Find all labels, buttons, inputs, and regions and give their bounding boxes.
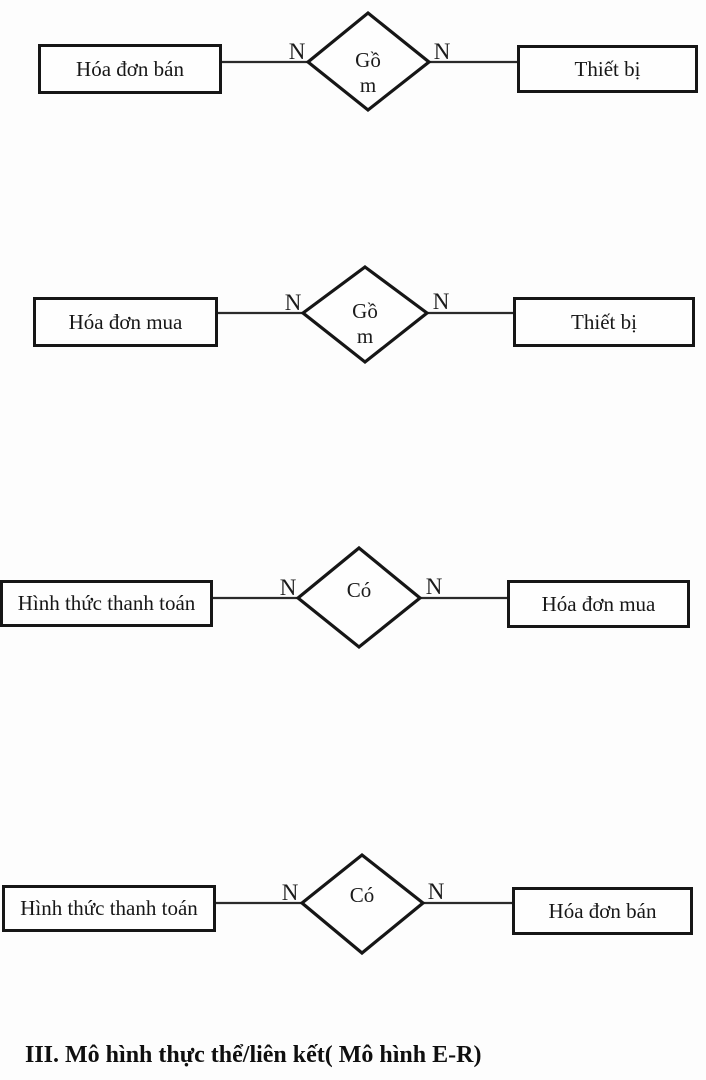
relationship-label: m	[360, 73, 376, 97]
cardinality-label: N	[433, 289, 450, 314]
entity-box-right: Hóa đơn bán	[512, 887, 693, 935]
relationship-diamond	[300, 265, 430, 365]
relationship-label: Có	[347, 578, 372, 602]
entity-label: Thiết bị	[574, 56, 641, 81]
entity-box-right: Thiết bị	[513, 297, 695, 347]
relationship-label: Có	[350, 883, 375, 907]
entity-box-left: Hình thức thanh toán	[0, 580, 213, 627]
relationship-diamond	[305, 10, 432, 113]
entity-label: Hóa đơn bán	[548, 898, 657, 923]
cardinality-label: N	[289, 39, 306, 64]
entity-label: Hóa đơn mua	[68, 309, 183, 334]
entity-box-left: Hóa đơn bán	[38, 44, 222, 94]
entity-label: Thiết bị	[571, 309, 637, 334]
entity-label: Hóa đơn mua	[541, 591, 656, 616]
cardinality-label: N	[426, 574, 443, 599]
entity-label: Hóa đơn bán	[76, 56, 184, 81]
entity-box-left: Hóa đơn mua	[33, 297, 218, 347]
relationship-label: Gồ	[352, 299, 378, 323]
section-heading: III. Mô hình thực thể/liên kết( Mô hình …	[25, 1042, 482, 1068]
relationship-label: Gồ	[355, 48, 381, 72]
relationship-diamond	[299, 852, 426, 956]
cardinality-label: N	[428, 879, 445, 904]
entity-label: Hình thức thanh toán	[17, 591, 196, 615]
cardinality-label: N	[434, 39, 451, 64]
cardinality-label: N	[285, 290, 302, 315]
cardinality-label: N	[280, 575, 297, 600]
entity-box-left: Hình thức thanh toán	[2, 885, 216, 932]
entity-box-right: Thiết bị	[517, 45, 698, 93]
entity-label: Hình thức thanh toán	[20, 896, 198, 920]
relationship-label: m	[357, 324, 373, 348]
relationship-diamond	[295, 545, 423, 650]
cardinality-label: N	[282, 880, 299, 905]
entity-box-right: Hóa đơn mua	[507, 580, 690, 628]
